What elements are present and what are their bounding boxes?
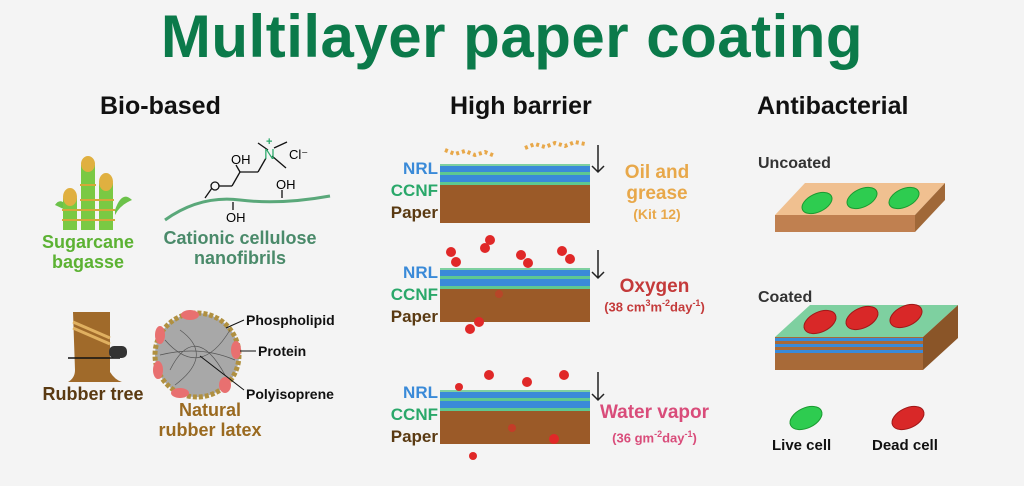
heading-antibacterial: Antibacterial [757, 92, 909, 120]
page-title: Multilayer paper coating [160, 3, 864, 70]
latex-particle-icon [152, 310, 256, 400]
uncoated-label: Uncoated [758, 155, 831, 172]
phospholipid-label: Phospholipid [246, 312, 335, 328]
mol-oh-3: OH [226, 210, 246, 225]
barrier-stack-oxygen [440, 235, 590, 334]
mol-oh-2: OH [276, 177, 296, 192]
arrow-down-icons [591, 145, 605, 402]
polyisoprene-label: Polyisoprene [246, 386, 334, 402]
protein-label: Protein [258, 343, 307, 359]
sugarcane-icon [55, 156, 132, 230]
barrier-stack-water [440, 370, 590, 460]
mol-oh-1: OH [231, 152, 251, 167]
live-cell-icon [789, 405, 823, 431]
dead-cell-icon [891, 405, 925, 431]
ccnf-molecule-icon [164, 141, 331, 222]
water-vapor-label: Water vapor(36 gm-2day-1) [599, 402, 710, 446]
mol-cl: Cl⁻ [289, 147, 309, 162]
barrier-stack-oil [440, 139, 590, 223]
uncoated-paper-slab [775, 183, 945, 232]
live-cell-label: Live cell [772, 437, 832, 454]
heading-high-barrier: High barrier [450, 92, 592, 120]
heading-bio-based: Bio-based [100, 92, 221, 120]
coated-paper-slab [775, 303, 958, 370]
rubber-tree-label: Rubber tree [42, 384, 144, 404]
coated-label: Coated [758, 289, 813, 306]
oxygen-label: Oxygen(38 cm3m-2day-1) [604, 276, 705, 315]
mol-n: N [264, 146, 275, 163]
mol-plus: + [266, 136, 273, 148]
rubber-tree-icon [68, 312, 127, 382]
dead-cell-label: Dead cell [872, 437, 938, 454]
